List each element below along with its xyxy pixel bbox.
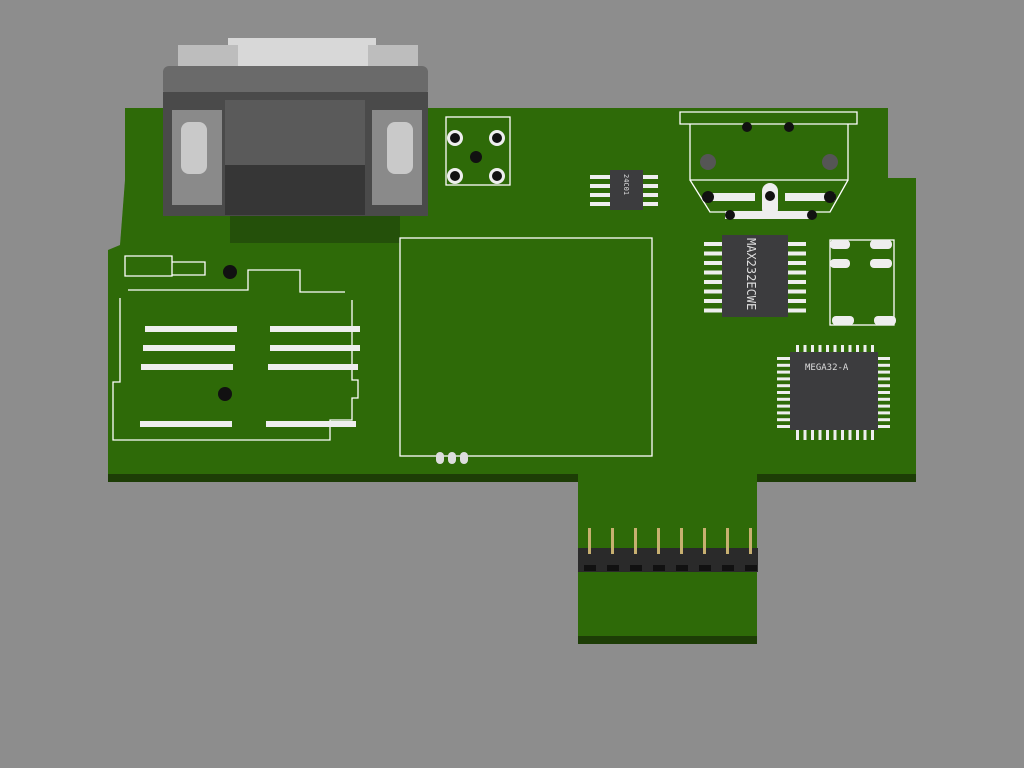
module-outline xyxy=(399,237,653,457)
pad xyxy=(841,428,844,440)
pad xyxy=(777,397,791,401)
pad xyxy=(786,299,806,303)
pad xyxy=(876,425,890,428)
pad xyxy=(796,345,799,354)
pad xyxy=(826,428,829,440)
pad xyxy=(722,565,734,571)
pad xyxy=(588,528,591,554)
pad xyxy=(796,428,799,440)
pad xyxy=(863,345,867,354)
pad xyxy=(777,377,791,381)
pad xyxy=(818,345,822,354)
pad xyxy=(871,428,874,440)
pad xyxy=(876,411,890,415)
eeprom-chip: 24C01 xyxy=(590,170,658,210)
pin-header xyxy=(578,528,758,572)
pad xyxy=(777,391,791,394)
mcu-marking: MEGA32-A xyxy=(805,363,849,373)
usb-connector-footprint xyxy=(679,111,858,220)
pad xyxy=(704,242,724,246)
pad xyxy=(826,345,829,354)
pad xyxy=(607,565,619,571)
pad xyxy=(680,528,683,554)
pad xyxy=(876,363,890,367)
eeprom-marking: 24C01 xyxy=(622,174,630,195)
pad xyxy=(811,428,814,440)
crystal-footprint xyxy=(829,239,896,326)
pad xyxy=(653,565,665,571)
max232-chip: MAX232ECWE xyxy=(704,235,806,317)
pad xyxy=(841,345,844,354)
pad xyxy=(876,377,890,381)
pad xyxy=(833,345,837,354)
pad xyxy=(833,428,837,440)
pad xyxy=(726,528,729,554)
screw-left-icon xyxy=(181,122,207,174)
pad xyxy=(777,384,791,388)
pad xyxy=(863,428,867,440)
pad xyxy=(871,345,874,354)
pad xyxy=(786,289,806,294)
pad xyxy=(777,425,791,428)
screw-right-icon xyxy=(387,122,413,174)
pad xyxy=(699,565,711,571)
pad xyxy=(704,251,724,256)
pad xyxy=(786,261,806,265)
pad xyxy=(803,428,807,440)
pad xyxy=(856,345,859,354)
pad xyxy=(777,418,791,422)
pad xyxy=(786,308,806,313)
pad xyxy=(848,345,852,354)
pad xyxy=(777,357,791,360)
pad xyxy=(786,270,806,275)
small-pads xyxy=(436,452,468,464)
max232-marking: MAX232ECWE xyxy=(744,238,758,310)
pad xyxy=(749,528,752,554)
pad xyxy=(856,428,859,440)
pad xyxy=(704,261,724,265)
pad xyxy=(777,363,791,367)
pad xyxy=(777,411,791,415)
pad xyxy=(634,528,637,554)
pad xyxy=(704,289,724,294)
mcu-chip: MEGA32-A xyxy=(777,345,890,440)
pad xyxy=(704,270,724,275)
pad xyxy=(630,565,642,571)
db9-connector xyxy=(163,38,428,243)
pad xyxy=(876,391,890,394)
pad xyxy=(811,345,814,354)
pad xyxy=(876,370,890,374)
pad xyxy=(657,528,660,554)
pad xyxy=(876,357,890,360)
pad xyxy=(818,428,822,440)
sd-card-footprint xyxy=(112,255,360,441)
pad xyxy=(676,565,688,571)
pad xyxy=(786,251,806,256)
pad xyxy=(611,528,614,554)
tactile-switch-footprint xyxy=(445,116,511,186)
pad xyxy=(848,428,852,440)
pad xyxy=(777,370,791,374)
pad xyxy=(703,528,706,554)
pad xyxy=(786,242,806,246)
pad xyxy=(777,404,791,408)
pad xyxy=(745,565,757,571)
pad xyxy=(786,280,806,284)
pad xyxy=(704,308,724,313)
pad xyxy=(704,280,724,284)
pad xyxy=(584,565,596,571)
pad xyxy=(876,397,890,401)
pad xyxy=(876,404,890,408)
pad xyxy=(876,418,890,422)
pad xyxy=(704,299,724,303)
pad xyxy=(876,384,890,388)
pad xyxy=(803,345,807,354)
